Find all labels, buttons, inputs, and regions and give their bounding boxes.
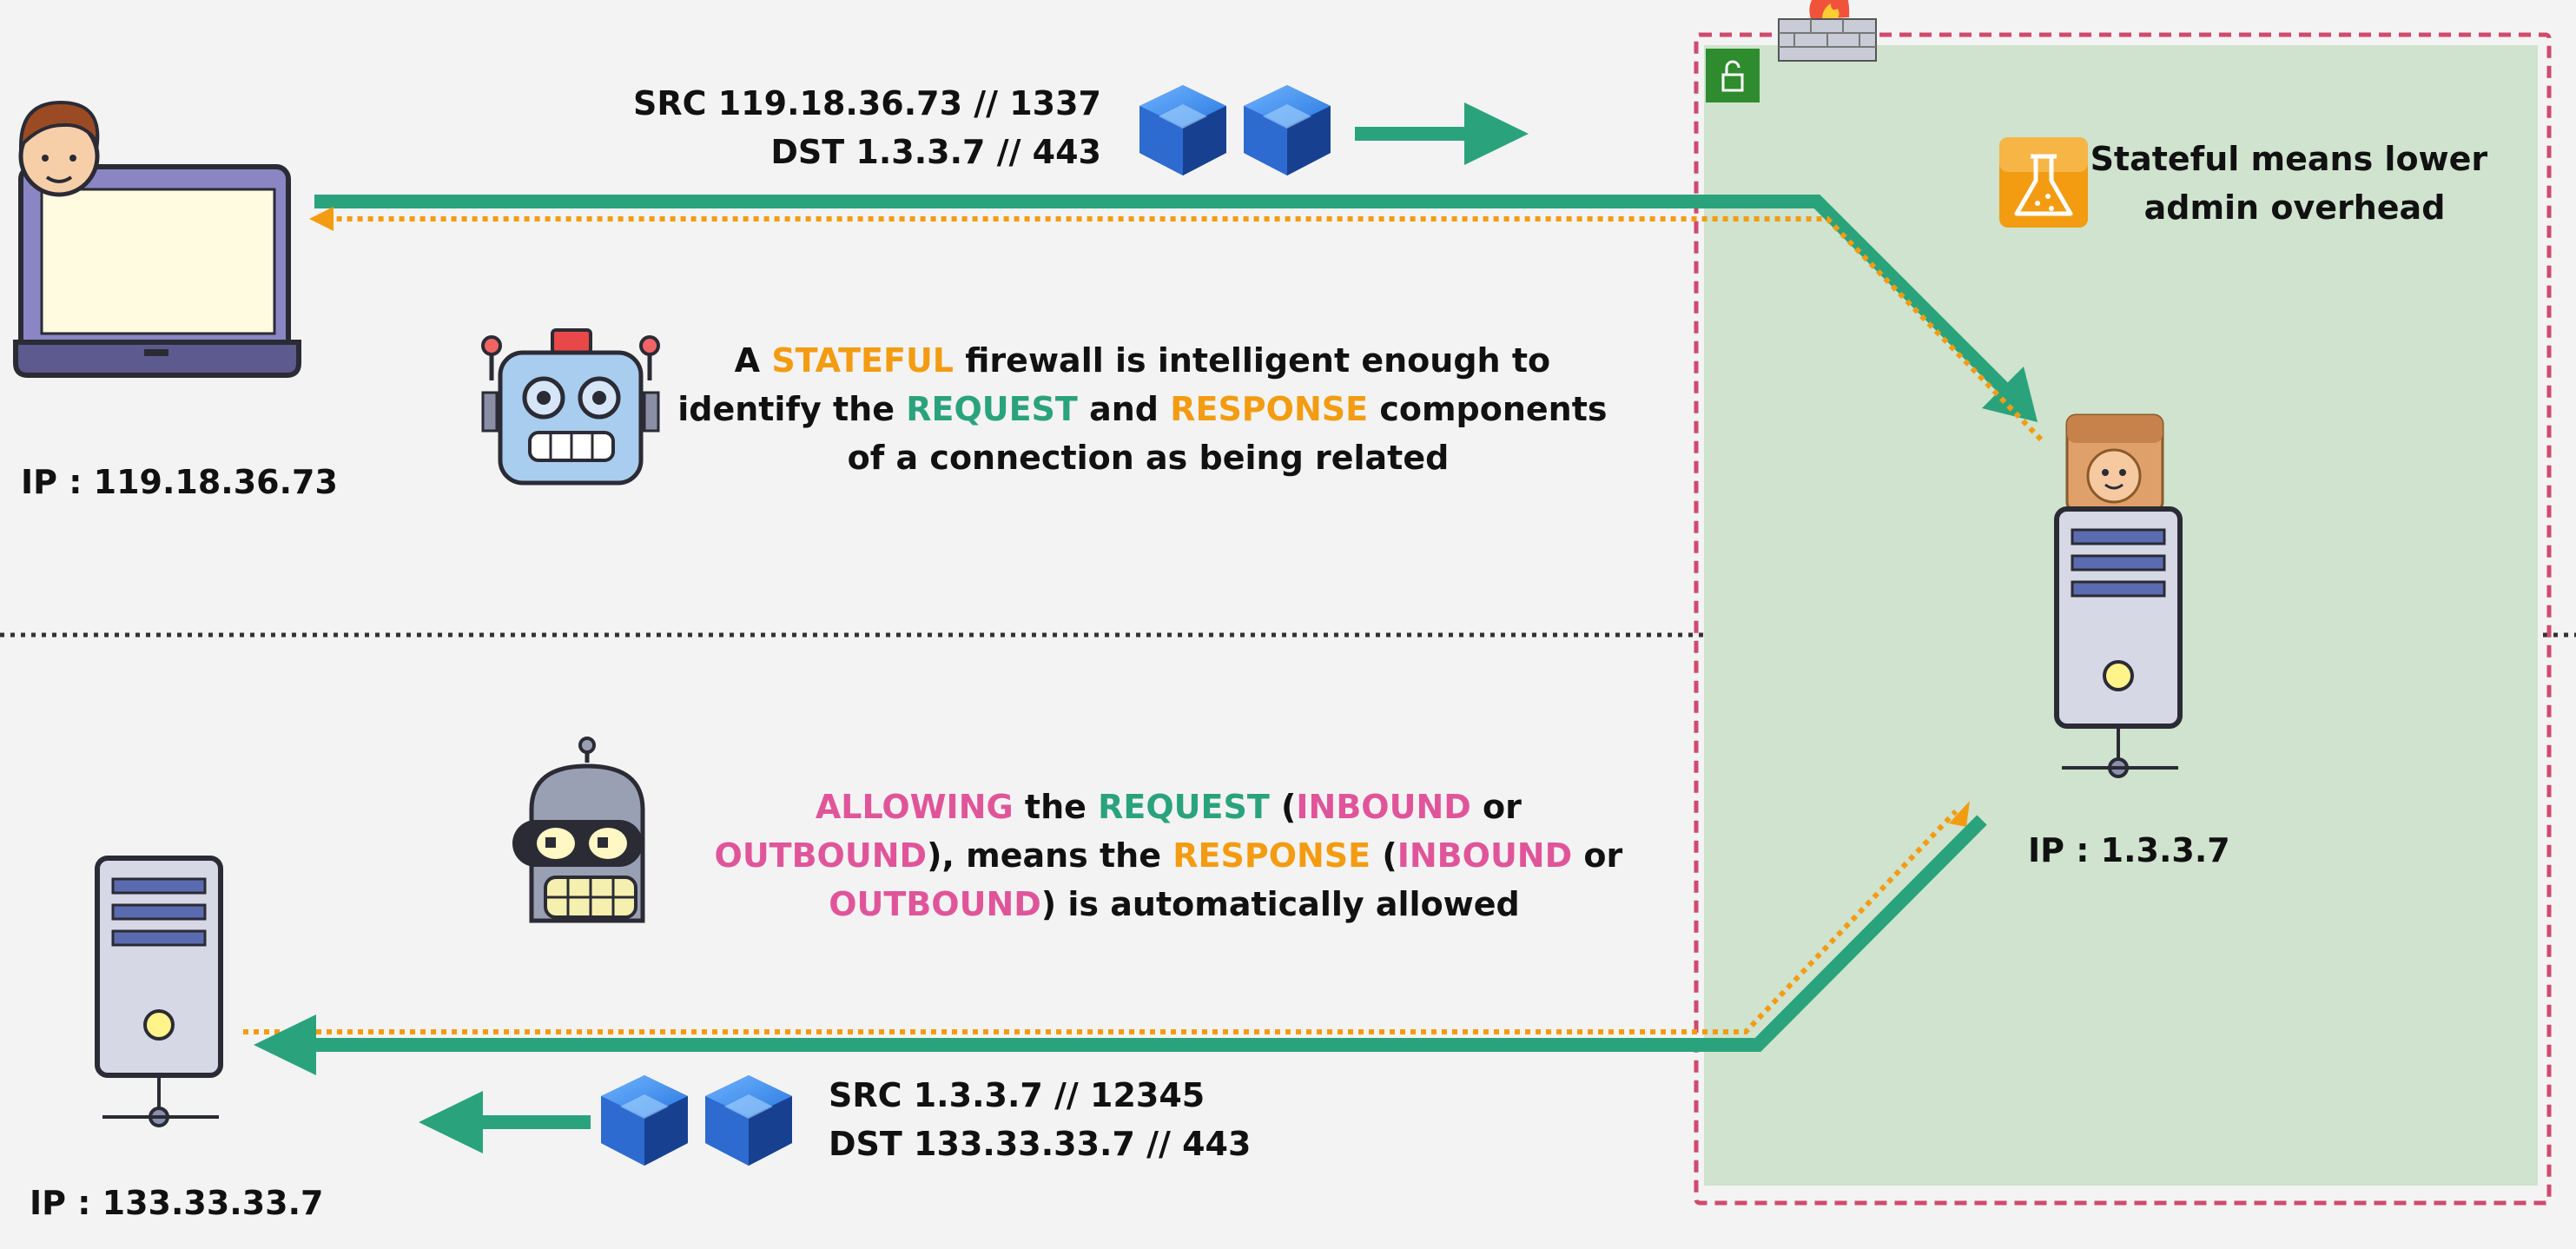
- flask-icon: [1999, 137, 2088, 228]
- packet-icon: [705, 1075, 792, 1166]
- outbound-request-arrowhead: [1949, 801, 1970, 827]
- request-direction-arrow: [1355, 102, 1529, 165]
- server-icon: [2054, 506, 2183, 778]
- response-return-arrow: [323, 216, 2044, 442]
- response-arrow: [254, 815, 1987, 1075]
- request-src-label: SRC 119.18.36.73 // 1337: [633, 84, 1101, 122]
- firewall-icon: [1778, 0, 1877, 62]
- server-ip-label: IP : 1.3.3.7: [2028, 831, 2230, 869]
- request-arrow: [314, 195, 2038, 422]
- laptop-user-icon: [13, 100, 301, 378]
- explanation-bottom: ALLOWING the REQUEST (INBOUND or OUTBOUN…: [715, 788, 1635, 923]
- packet-icon: [601, 1075, 688, 1166]
- request-dst-label: DST 1.3.3.7 // 443: [770, 133, 1101, 171]
- packet-icon: [1244, 85, 1331, 175]
- app-tile-icon: [2065, 413, 2164, 512]
- remote-server-ip-label: IP : 133.33.33.7: [30, 1184, 323, 1222]
- note-text: Stateful means lower admin overhead: [2091, 140, 2500, 227]
- server-icon: [95, 856, 223, 1127]
- bender-robot-icon: [512, 737, 645, 923]
- response-return-arrowhead: [309, 207, 334, 231]
- outbound-request-arrow: [243, 809, 1958, 1034]
- lock-icon: [1706, 49, 1760, 102]
- response-direction-arrow: [419, 1091, 591, 1153]
- packet-icon: [1139, 85, 1226, 175]
- user-avatar-icon: [18, 100, 100, 197]
- robot-icon: [481, 328, 660, 486]
- explanation-top: A STATEFUL firewall is intelligent enoug…: [677, 341, 1619, 477]
- client-ip-label: IP : 119.18.36.73: [21, 463, 338, 501]
- response-src-label: SRC 1.3.3.7 // 12345: [829, 1076, 1205, 1114]
- response-dst-label: DST 133.33.33.7 // 443: [829, 1125, 1251, 1163]
